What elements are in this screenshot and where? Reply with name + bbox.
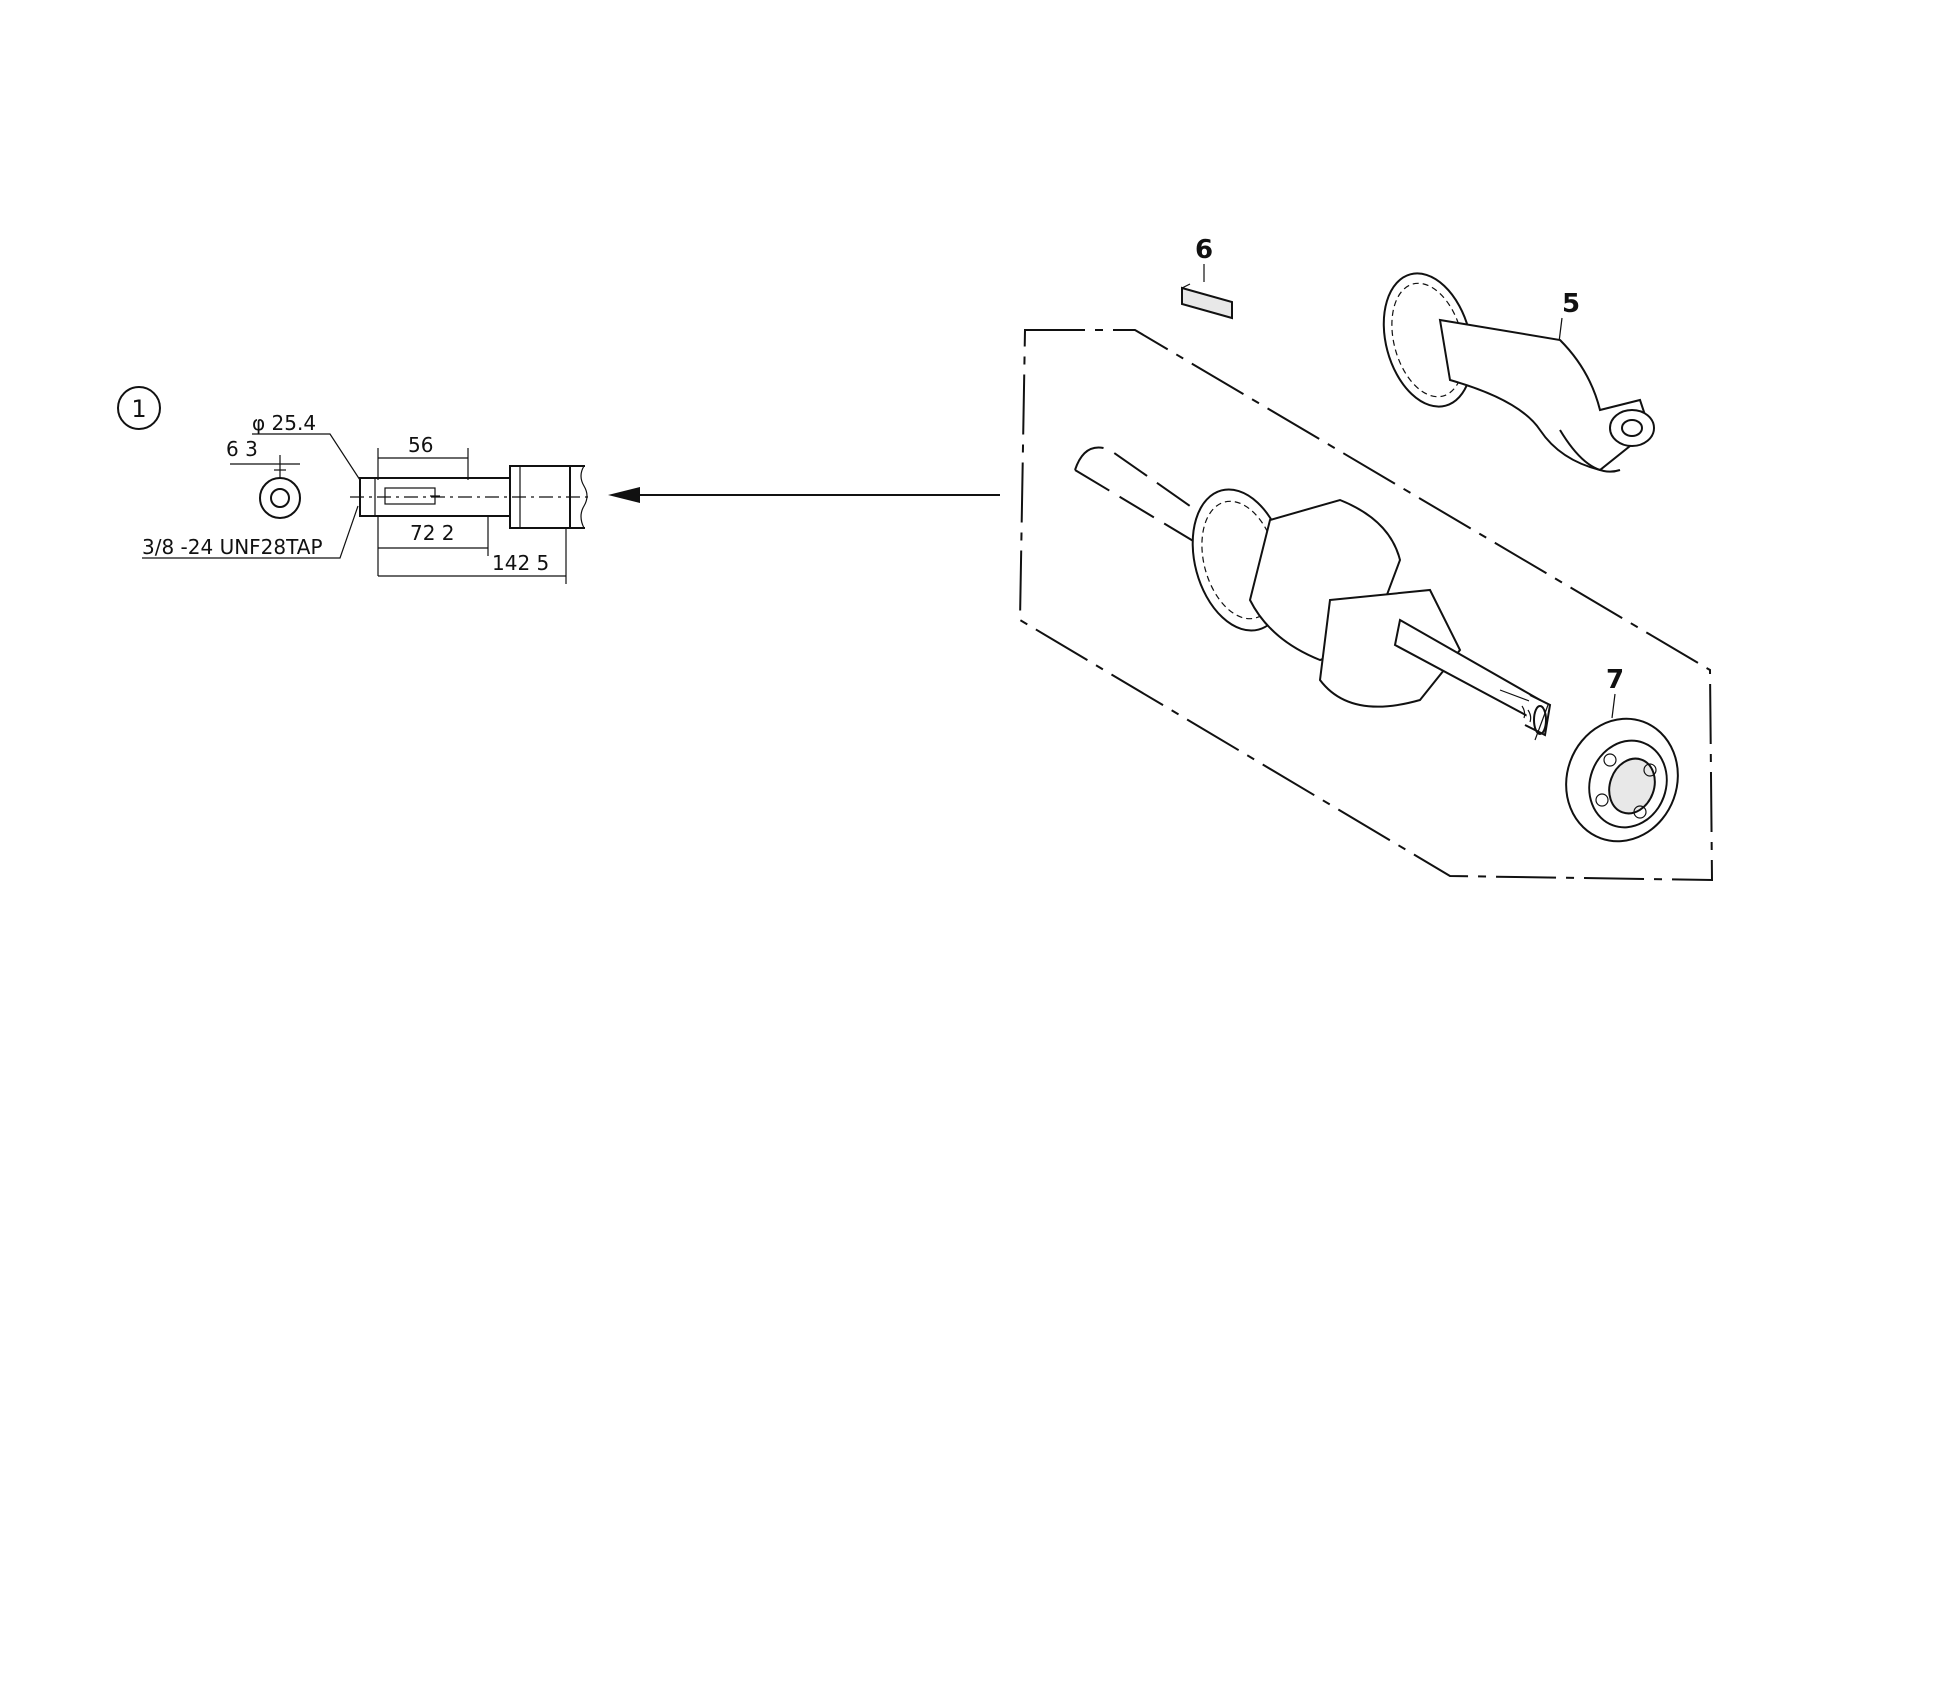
part-number-6: 6 (1195, 235, 1213, 265)
dim-length-total: 142 5 (492, 551, 549, 575)
detail-callout-number: 1 (131, 395, 146, 423)
shaft-detail-view: 1 φ 25.4 6 3 56 (117, 386, 1000, 584)
detail-arrow (608, 487, 1000, 503)
detail-callout: 1 (117, 386, 161, 430)
part-number-5: 5 (1562, 289, 1580, 319)
exploded-view: 6 5 (1018, 235, 1714, 882)
part-key: 6 (1181, 235, 1233, 320)
part-number-7: 7 (1606, 665, 1624, 695)
part-crankshaft (1074, 446, 1552, 741)
dim-length-mid: 72 2 (410, 521, 455, 545)
dim-key-width: 6 3 (226, 437, 258, 461)
thread-note: 3/8 -24 UNF28TAP (142, 535, 323, 559)
part-bearing: 7 (1565, 665, 1679, 843)
dim-diameter: φ 25.4 (252, 411, 316, 435)
threaded-end (1521, 704, 1549, 741)
dim-keyway-length: 56 (408, 433, 433, 457)
shaft-side-view (350, 465, 590, 529)
part-gear-assembly: 5 (1382, 272, 1655, 473)
shaft-end-view (230, 455, 301, 519)
assembly-boundary (1018, 329, 1714, 882)
